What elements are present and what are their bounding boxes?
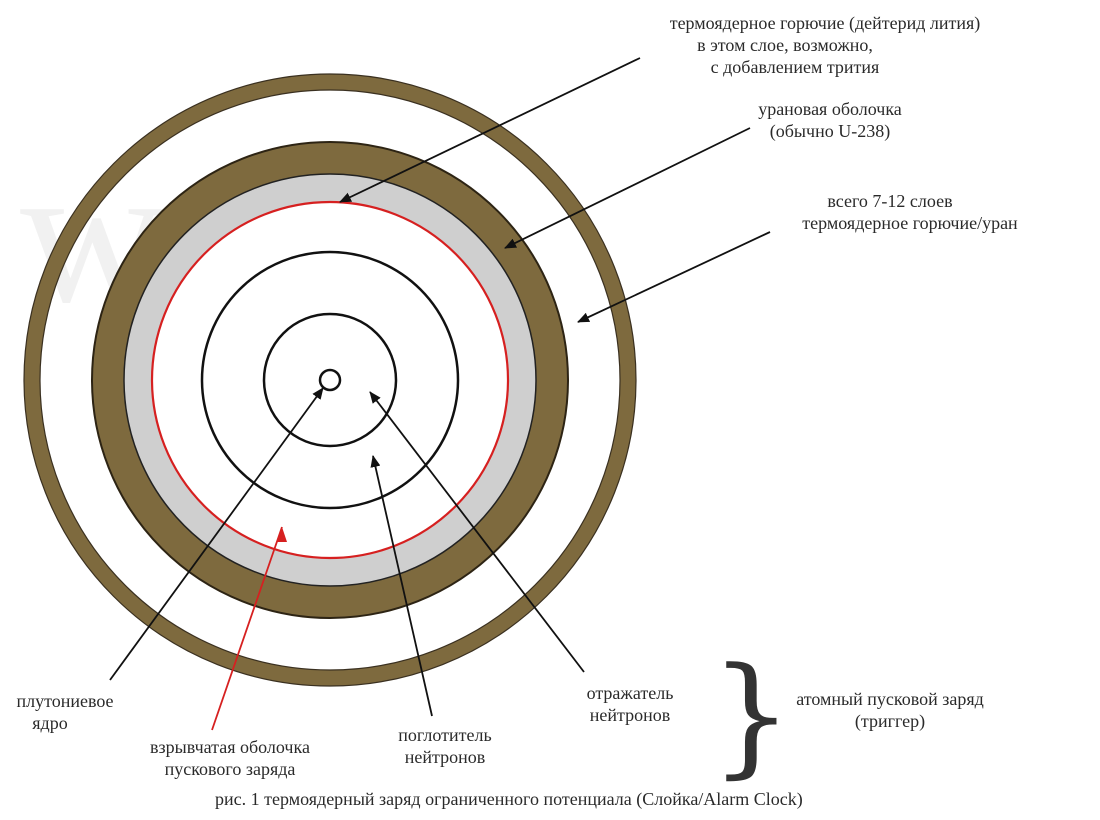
label-neutron-absorber-line2: нейтронов [404,747,486,767]
label-layers-line2: термоядерное горючие/уран [802,213,1018,233]
label-explosive-shell-line2: пускового заряда [164,759,296,779]
label-fuel-line3: с добавлением трития [710,57,880,77]
label-fuel-line1: термоядерное горючие (дейтерид лития) [669,13,981,33]
arrow-explosive-shell-head [277,527,287,542]
label-neutron-reflector: отражатель нейтронов [560,682,700,726]
neutron-absorber-circle [262,312,398,448]
fuel-gray-ring [124,174,536,586]
label-explosive-shell: взрывчатая оболочка пускового заряда [110,736,350,780]
arrow-fuel [339,57,641,203]
figure-caption: рис. 1 термоядерный заряд ограниченного … [215,789,803,809]
outer-ring-edge-outer [23,73,637,687]
label-plutonium-core: плутониевое ядро [0,690,130,734]
label-uranium-shell-line2: (обычно U-238) [769,121,891,141]
arrow-plutonium-core [109,387,324,681]
label-uranium-shell: урановая оболочка (обычно U-238) [720,98,940,142]
arrow-neutron-absorber [370,455,433,717]
label-layers: всего 7-12 слоев термоядерное горючие/ур… [765,190,1055,234]
label-fuel: термоядерное горючие (дейтерид лития) в … [610,12,1040,78]
arrow-layers [577,231,771,323]
neutron-reflector-circle [200,250,460,510]
plutonium-core-circle [318,368,342,392]
uranium-shell-edge-outer [91,141,569,619]
label-neutron-absorber-line1: поглотитель [398,725,492,745]
uranium-shell-ring [92,142,568,618]
fuel-ring-edge [123,173,537,587]
arrow-explosive-shell [211,526,283,731]
label-trigger-line2: (триггер) [854,711,926,731]
label-trigger: атомный пусковой заряд (триггер) [760,688,1020,732]
explosive-shell-red-line [150,200,510,560]
arrow-neutron-reflector [369,391,585,673]
outer-ring-edge-inner [39,89,621,671]
label-neutron-reflector-line2: нейтронов [589,705,671,725]
label-plutonium-core-line2: ядро [32,713,68,733]
label-plutonium-core-line1: плутониевое [16,691,114,711]
label-uranium-shell-line1: урановая оболочка [758,99,902,119]
arrow-uranium-shell [504,127,751,249]
label-neutron-absorber: поглотитель нейтронов [370,724,520,768]
trigger-brace: } [710,639,793,791]
outer-brown-ring [24,74,636,686]
label-neutron-reflector-line1: отражатель [586,683,674,703]
label-layers-line1: всего 7-12 слоев [827,191,953,211]
label-trigger-line1: атомный пусковой заряд [796,689,984,709]
label-fuel-line2: в этом слое, возможно, [697,35,873,55]
label-explosive-shell-line1: взрывчатая оболочка [150,737,310,757]
